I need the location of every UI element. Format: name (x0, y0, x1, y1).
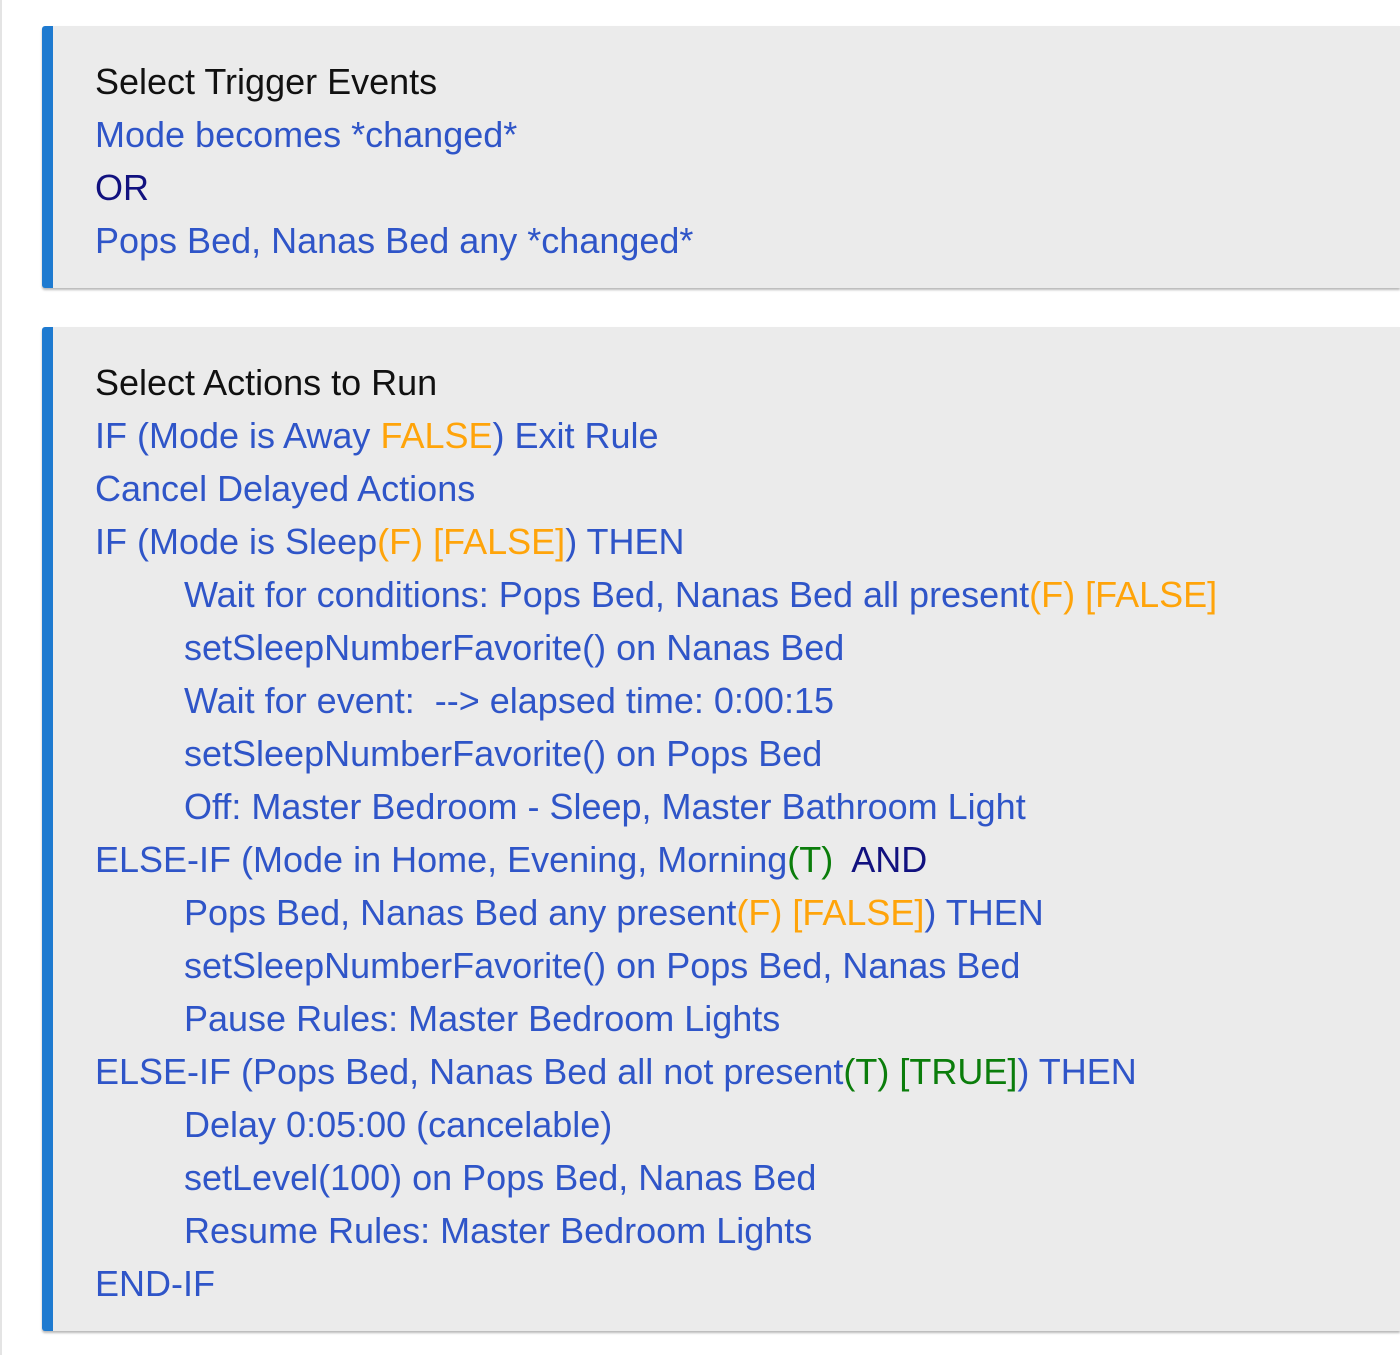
action-cancel-delayed[interactable]: Cancel Delayed Actions (95, 468, 476, 509)
action-text: ) THEN (1017, 1051, 1137, 1092)
actions-title: Select Actions to Run (95, 362, 438, 403)
trigger-event-mode-changed[interactable]: Mode becomes *changed* (95, 114, 518, 155)
action-wait-event[interactable]: Wait for event: --> elapsed time: 0:00:1… (184, 680, 834, 721)
action-off-lights[interactable]: Off: Master Bedroom - Sleep, Master Bath… (184, 786, 1026, 827)
condition-eval-false: (F) (377, 521, 424, 562)
action-set-level[interactable]: setLevel(100) on Pops Bed, Nanas Bed (184, 1157, 817, 1198)
condition-result-false: FALSE (380, 415, 493, 456)
action-text: IF (Mode is Sleep (95, 521, 378, 562)
action-else-if-mode[interactable]: ELSE-IF (Mode in Home, Evening, Morning(… (95, 833, 1400, 886)
action-favorite-nanas-bed[interactable]: setSleepNumberFavorite() on Nanas Bed (184, 627, 845, 668)
action-wait-conditions[interactable]: Wait for conditions: Pops Bed, Nanas Bed… (95, 568, 1400, 621)
action-favorite-pops-bed[interactable]: setSleepNumberFavorite() on Pops Bed (184, 733, 823, 774)
action-text: ) THEN (565, 521, 685, 562)
action-end-if[interactable]: END-IF (95, 1263, 215, 1304)
condition-eval-false: (F) (1029, 574, 1076, 615)
trigger-events-title: Select Trigger Events (95, 61, 438, 102)
action-if-mode-away[interactable]: IF (Mode is Away FALSE) Exit Rule (95, 409, 1400, 462)
condition-eval-false: (F) (736, 892, 783, 933)
action-delay[interactable]: Delay 0:05:00 (cancelable) (184, 1104, 613, 1145)
action-text: ) Exit Rule (492, 415, 659, 456)
page-left-border (0, 0, 2, 1355)
action-text: IF (Mode is Away (95, 415, 381, 456)
action-text: ELSE-IF (Mode in Home, Evening, Morning (95, 839, 788, 880)
condition-result-true: [TRUE] (899, 1051, 1018, 1092)
action-if-mode-sleep[interactable]: IF (Mode is Sleep(F) [FALSE]) THEN (95, 515, 1400, 568)
condition-result-false: [FALSE] (433, 521, 566, 562)
condition-result-false: [FALSE] (1085, 574, 1218, 615)
action-condition-beds-present[interactable]: Pops Bed, Nanas Bed any present(F) [FALS… (95, 886, 1400, 939)
action-else-if-not-present[interactable]: ELSE-IF (Pops Bed, Nanas Bed all not pre… (95, 1045, 1400, 1098)
condition-eval-true: (T) (843, 1051, 890, 1092)
action-text: ) THEN (924, 892, 1044, 933)
condition-eval-true: (T) (787, 839, 834, 880)
trigger-operator-or: OR (95, 167, 149, 208)
actions-card: Select Actions to Run IF (Mode is Away F… (42, 327, 1400, 1331)
condition-operator-and: AND (851, 839, 928, 880)
action-text: ELSE-IF (Pops Bed, Nanas Bed all not pre… (95, 1051, 844, 1092)
trigger-event-beds-changed[interactable]: Pops Bed, Nanas Bed any *changed* (95, 220, 694, 261)
trigger-events-card: Select Trigger Events Mode becomes *chan… (42, 26, 1400, 288)
action-pause-rules[interactable]: Pause Rules: Master Bedroom Lights (184, 998, 781, 1039)
condition-result-false: [FALSE] (792, 892, 925, 933)
action-favorite-both-beds[interactable]: setSleepNumberFavorite() on Pops Bed, Na… (184, 945, 1021, 986)
action-text: Pops Bed, Nanas Bed any present (184, 892, 737, 933)
action-text: Wait for conditions: Pops Bed, Nanas Bed… (184, 574, 1030, 615)
action-resume-rules[interactable]: Resume Rules: Master Bedroom Lights (184, 1210, 813, 1251)
